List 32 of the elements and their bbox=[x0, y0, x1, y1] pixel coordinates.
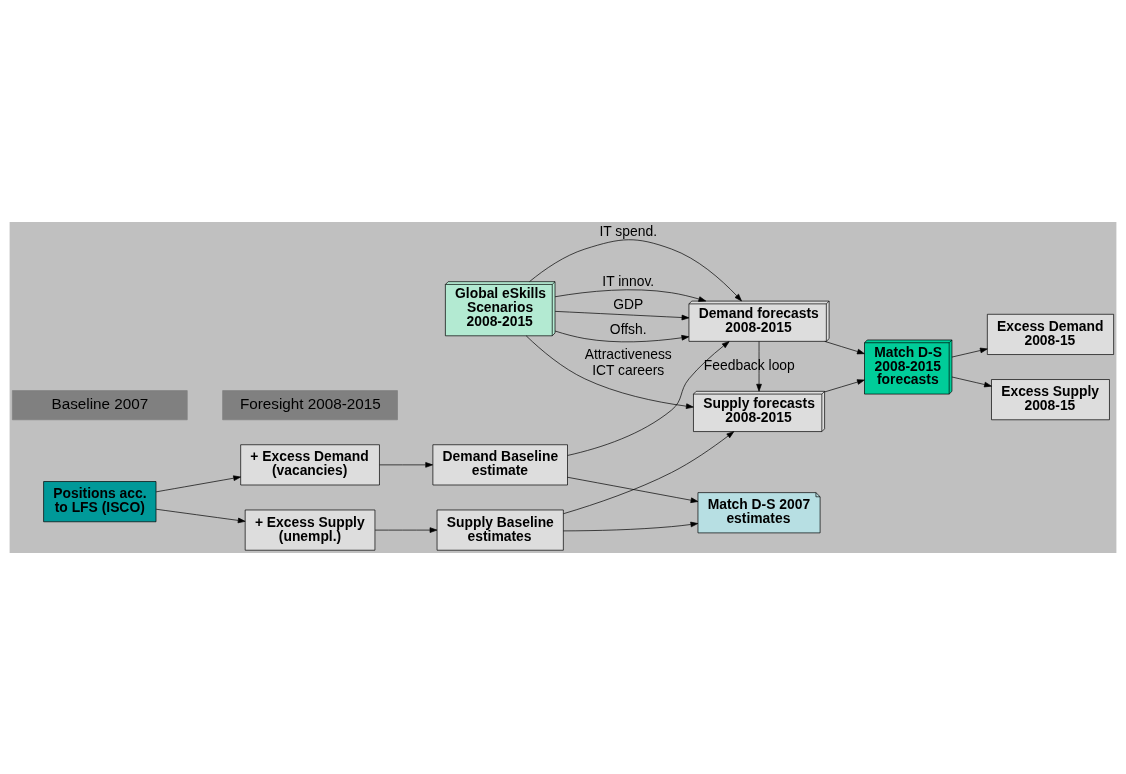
arrow bbox=[824, 378, 865, 392]
arrow bbox=[951, 376, 992, 387]
arrow bbox=[567, 340, 730, 456]
edge-label: Offsh. bbox=[609, 320, 647, 337]
node-box: Baseline 2007 bbox=[12, 389, 188, 420]
arrow bbox=[563, 430, 735, 514]
edge-label: IT spend. bbox=[599, 222, 657, 239]
arrow bbox=[554, 330, 690, 342]
arrow bbox=[525, 335, 694, 409]
arrow bbox=[554, 288, 707, 302]
node-box: Positions acc. to LFS (ISCO) bbox=[43, 480, 157, 522]
arrow bbox=[379, 461, 433, 468]
arrow bbox=[374, 526, 438, 533]
node-box: + Excess Supply (unempl.) bbox=[244, 509, 376, 551]
node-box: Excess Supply 2008-15 bbox=[991, 378, 1110, 420]
node-box: Excess Demand 2008-15 bbox=[987, 313, 1114, 355]
arrow bbox=[155, 474, 241, 492]
arrow bbox=[563, 521, 699, 531]
edge-label: GDP bbox=[613, 295, 644, 312]
arrow bbox=[567, 476, 699, 503]
arrow bbox=[529, 238, 742, 301]
arrow bbox=[155, 508, 246, 523]
node-box: Demand Baseline estimate bbox=[432, 443, 568, 485]
node-box: + Excess Demand (vacancies) bbox=[240, 443, 380, 485]
node-box: Foresight 2008-2015 bbox=[222, 389, 398, 420]
edge-label: Feedback loop bbox=[703, 356, 795, 373]
arrow bbox=[824, 340, 865, 354]
arrow bbox=[554, 310, 690, 320]
edge-label: IT innov. bbox=[602, 272, 655, 289]
arrow bbox=[951, 347, 988, 357]
node-box: Supply Baseline estimates bbox=[436, 509, 564, 551]
edge-label: Attractiveness ICT careers bbox=[584, 345, 672, 378]
